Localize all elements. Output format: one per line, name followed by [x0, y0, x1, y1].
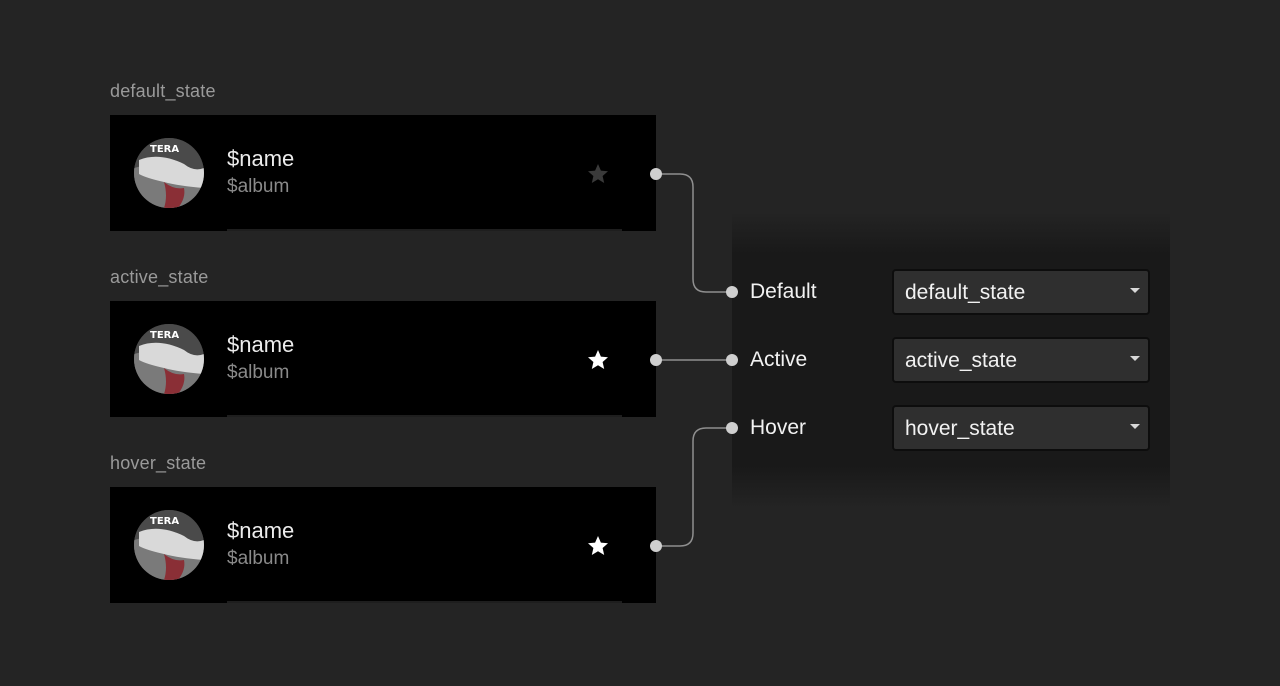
card-divider [227, 415, 622, 417]
output-port-hover[interactable] [650, 540, 662, 552]
track-album: $album [227, 362, 290, 383]
svg-text:TERA: TERA [150, 330, 179, 341]
star-icon[interactable] [586, 534, 610, 558]
chevron-down-icon [1130, 356, 1140, 361]
input-port-default[interactable] [726, 286, 738, 298]
wire-default [656, 173, 732, 293]
album-art: TERA [134, 138, 204, 208]
album-art: TERA [134, 324, 204, 394]
track-name: $name [227, 146, 295, 171]
star-icon[interactable] [586, 162, 610, 186]
state-label-active: active_state [110, 267, 209, 287]
state-select-value: active_state [905, 349, 1018, 372]
input-port-hover[interactable] [726, 422, 738, 434]
state-select-hover[interactable]: hover_state [892, 405, 1150, 451]
state-select-value: hover_state [905, 417, 1015, 440]
state-select-value: default_state [905, 281, 1026, 304]
svg-text:TERA: TERA [150, 144, 179, 155]
property-label-hover: Hover [750, 416, 807, 439]
state-label-hover: hover_state [110, 453, 207, 473]
track-card-active[interactable]: TERA $name $album [110, 301, 656, 417]
star-icon[interactable] [586, 348, 610, 372]
album-art: TERA [134, 510, 204, 580]
track-name: $name [227, 518, 295, 543]
state-select-active[interactable]: active_state [892, 337, 1150, 383]
state-select-default[interactable]: default_state [892, 269, 1150, 315]
wire-hover [656, 427, 732, 547]
property-label-active: Active [750, 348, 808, 371]
track-album: $album [227, 548, 290, 569]
track-card-hover[interactable]: TERA $name $album [110, 487, 656, 603]
card-divider [227, 601, 622, 603]
chevron-down-icon [1130, 288, 1140, 293]
output-port-active[interactable] [650, 354, 662, 366]
output-port-default[interactable] [650, 168, 662, 180]
card-divider [227, 229, 622, 231]
state-label-default: default_state [110, 81, 216, 101]
track-name: $name [227, 332, 295, 357]
track-card-default[interactable]: TERA $name $album [110, 115, 656, 231]
input-port-active[interactable] [726, 354, 738, 366]
property-label-default: Default [750, 280, 817, 303]
track-album: $album [227, 176, 290, 197]
chevron-down-icon [1130, 424, 1140, 429]
svg-text:TERA: TERA [150, 516, 179, 527]
